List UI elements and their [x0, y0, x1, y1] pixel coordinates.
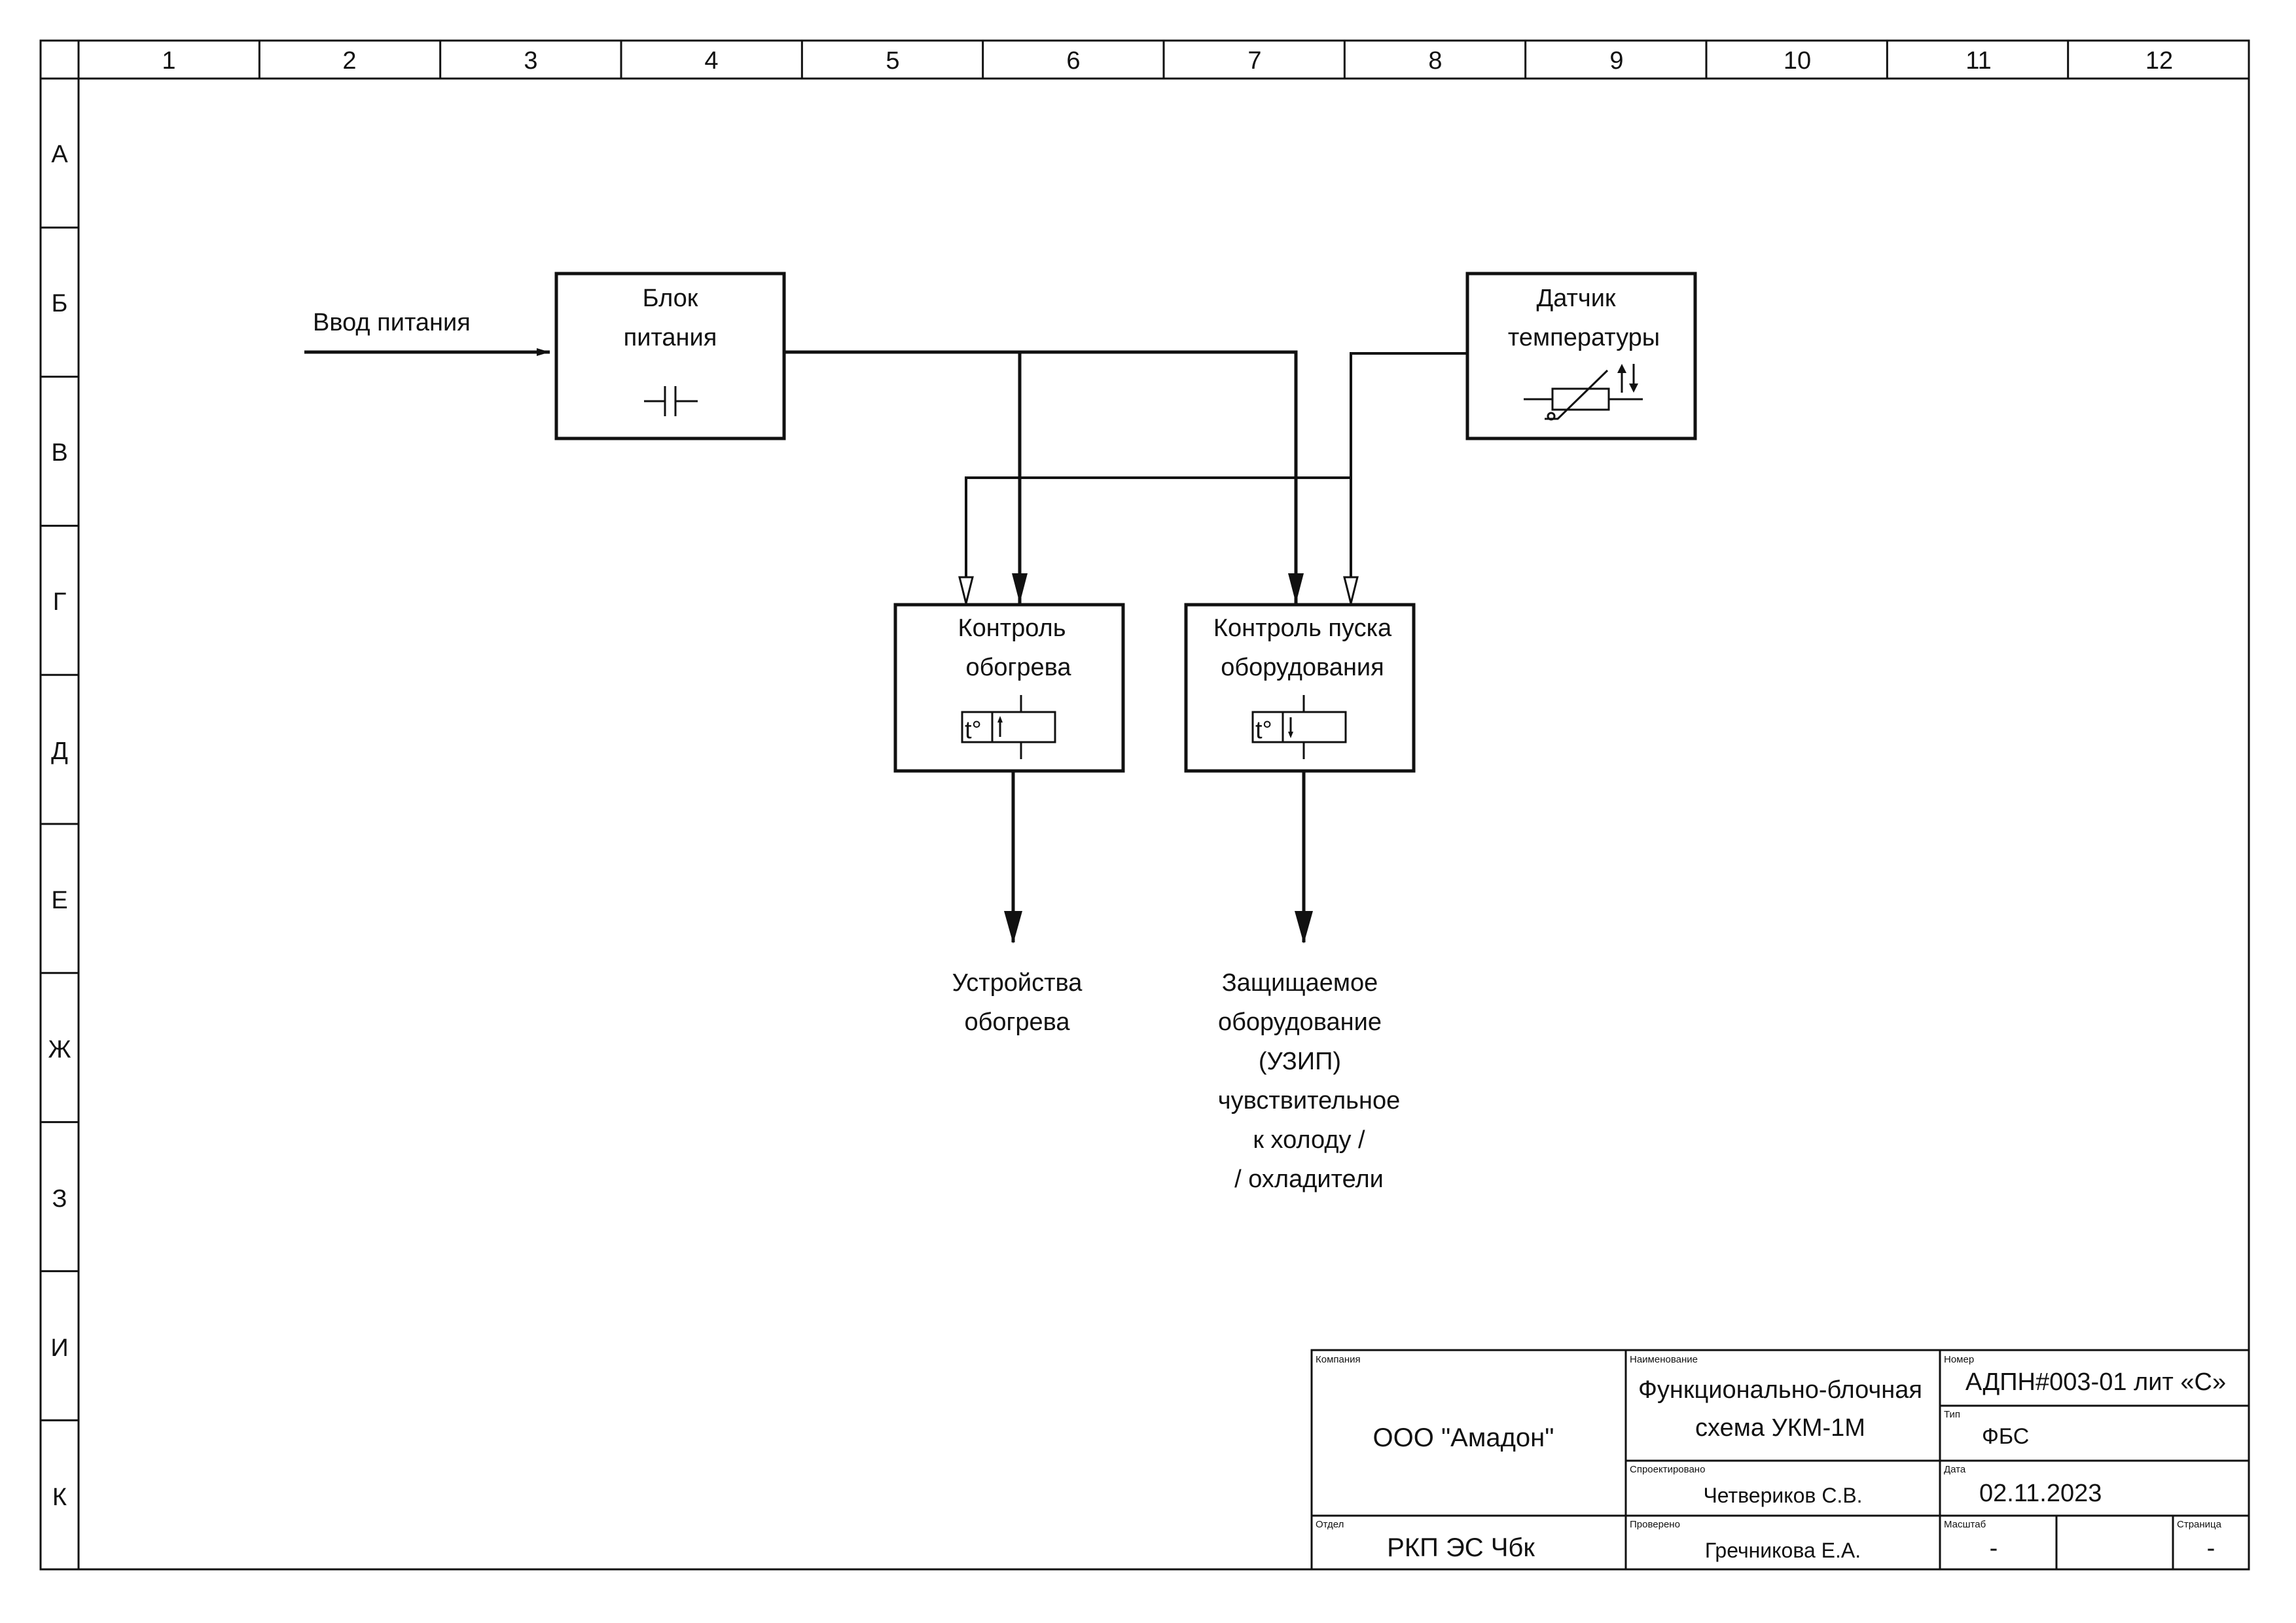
heating-control-title: обогрева: [965, 654, 1071, 681]
column-label: 5: [886, 47, 899, 75]
open-arrow-head: [958, 576, 974, 604]
heating-devices-label: Устройства обогрева: [952, 969, 1083, 1036]
row-label: Ж: [48, 1036, 71, 1063]
row-label: Г: [53, 588, 67, 616]
protected-equipment-text: чувствительное: [1218, 1087, 1400, 1115]
row-label: Е: [51, 887, 67, 914]
number-caption: Номер: [1944, 1354, 1974, 1365]
arrow-head: [1004, 911, 1022, 944]
drawing-frame: [39, 39, 2250, 1571]
temp-sensor-title: Датчик: [1536, 285, 1615, 312]
row-labels: А Б В Г Д Е Ж З И К: [48, 141, 71, 1511]
column-label: 6: [1066, 47, 1080, 75]
thermostat-symbol-label: t°: [1255, 717, 1272, 744]
protected-equipment-text: к холоду /: [1253, 1126, 1365, 1154]
drawing-name: Функционально-блочная: [1638, 1376, 1922, 1404]
column-labels: 1 2 3 4 5 6 7 8 9 10 11 12: [162, 47, 2173, 75]
column-label: 12: [2145, 47, 2173, 75]
thermostat-rising-icon: [961, 695, 1056, 759]
heating-control-title: Контроль: [958, 615, 1066, 642]
temperature-sensor-block: Датчик температуры: [1465, 272, 1697, 440]
scale-caption: Масштаб: [1944, 1519, 1986, 1530]
designed-by: Четвериков С.В.: [1703, 1484, 1862, 1507]
type-caption: Тип: [1944, 1409, 1960, 1420]
column-label: 10: [1784, 47, 1811, 75]
column-label: 11: [1965, 47, 1991, 75]
column-label: 4: [704, 47, 718, 75]
arrow-head: [1288, 573, 1304, 603]
power-bus-line: [784, 350, 1298, 603]
column-label: 2: [342, 47, 356, 75]
power-input-label: Ввод питания: [313, 309, 471, 336]
capacitor-icon: [644, 386, 698, 416]
row-label: А: [51, 141, 68, 168]
row-label: З: [52, 1185, 67, 1213]
power-supply-block: Блок питания: [554, 272, 786, 440]
designed-caption: Спроектировано: [1630, 1464, 1705, 1475]
arrow-head: [1012, 573, 1028, 603]
column-label: 8: [1428, 47, 1442, 75]
heating-control-block: Контроль обогрева t°: [893, 603, 1125, 773]
column-label: 1: [162, 47, 175, 75]
drawing-scale: -: [1990, 1535, 1998, 1562]
sensor-to-heating-line: [965, 476, 1351, 601]
start-control-title: Контроль пуска: [1213, 615, 1392, 642]
start-control-block: Контроль пуска оборудования t°: [1184, 603, 1416, 773]
name-caption: Наименование: [1630, 1354, 1698, 1365]
protected-equipment-text: (УЗИП): [1259, 1048, 1341, 1075]
dept-name: РКП ЭС Чбк: [1387, 1533, 1535, 1562]
protected-equipment-text: / охладители: [1234, 1166, 1384, 1193]
row-label: В: [51, 439, 67, 467]
dept-caption: Отдел: [1316, 1519, 1344, 1530]
checked-caption: Проверено: [1630, 1519, 1680, 1530]
drawing-name: схема УКМ-1М: [1695, 1414, 1865, 1442]
thermostat-falling-icon: [1251, 695, 1347, 759]
row-label: И: [50, 1334, 68, 1362]
company-name: ООО "Амадон": [1373, 1423, 1554, 1452]
row-label: Б: [52, 290, 68, 317]
temp-sensor-title: температуры: [1508, 324, 1660, 351]
company-caption: Компания: [1316, 1354, 1361, 1365]
drawing-type: ФБС: [1982, 1424, 2029, 1449]
open-arrow-head: [1343, 576, 1359, 604]
connection-lines: [784, 350, 1467, 944]
title-block: Компания ООО "Амадон" Отдел РКП ЭС Чбк Н…: [1310, 1349, 2250, 1571]
drawing-date: 02.11.2023: [1979, 1480, 2102, 1507]
power-supply-title: Блок: [643, 285, 698, 312]
page-number: -: [2207, 1535, 2215, 1562]
column-label: 7: [1247, 47, 1261, 75]
protected-equipment-label: Защищаемое оборудование (УЗИП) чувствите…: [1218, 969, 1400, 1193]
column-label: 3: [524, 47, 537, 75]
checked-by: Гречникова Е.А.: [1705, 1539, 1861, 1562]
sensor-signal-line: [1350, 352, 1467, 601]
heating-devices-text: обогрева: [964, 1008, 1070, 1036]
protected-equipment-text: оборудование: [1218, 1008, 1382, 1036]
arrow-head: [1295, 911, 1313, 944]
drawing-number: АДПН#003-01 лит «С»: [1965, 1368, 2226, 1396]
date-caption: Дата: [1944, 1464, 1966, 1475]
protected-equipment-text: Защищаемое: [1222, 969, 1378, 997]
row-label: Д: [51, 738, 68, 765]
thermostat-symbol-label: t°: [965, 717, 982, 744]
thermistor-icon: [1524, 364, 1643, 421]
power-supply-title: питания: [624, 324, 717, 351]
column-label: 9: [1609, 47, 1623, 75]
start-control-title: оборудования: [1221, 654, 1384, 681]
heating-devices-text: Устройства: [952, 969, 1083, 997]
row-label: К: [52, 1484, 67, 1511]
page-caption: Страница: [2177, 1519, 2222, 1530]
